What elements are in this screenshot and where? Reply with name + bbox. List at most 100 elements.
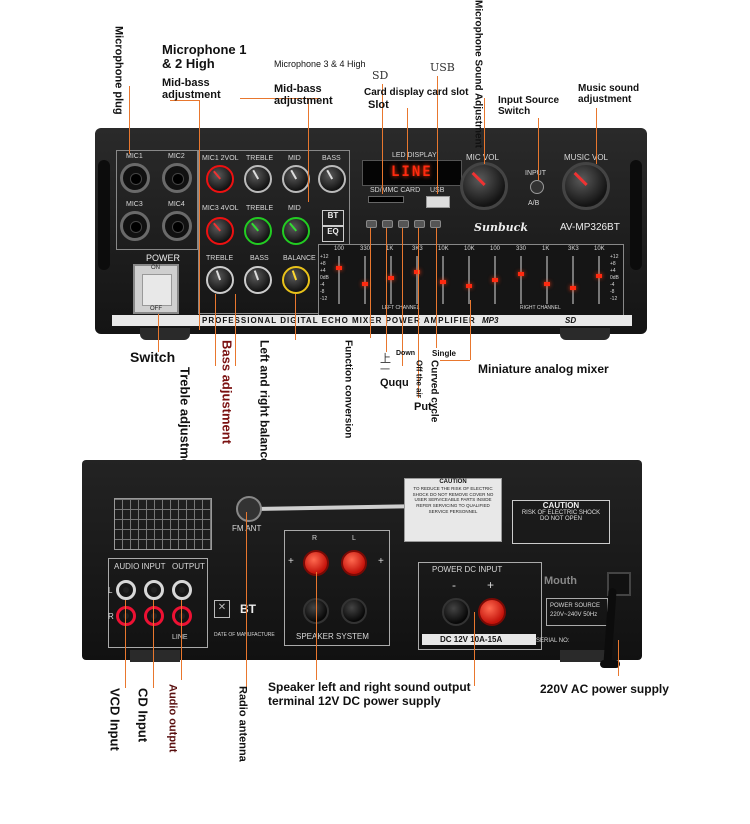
eq-freq-label: 100: [490, 246, 501, 252]
eq-freq-label: 1K: [542, 246, 550, 252]
bass1-knob[interactable]: [318, 165, 346, 193]
callout-bass: Bass adjustment: [219, 340, 235, 445]
mid1-knob[interactable]: [282, 165, 310, 193]
mic2-jack[interactable]: [162, 163, 192, 193]
music-vol-knob[interactable]: [562, 162, 610, 210]
eq-scale-label: 0dB: [610, 275, 619, 281]
eq-row3-label-2: BALANCE: [283, 255, 316, 262]
eq-slider-led: [388, 276, 394, 280]
audio-io-block: [108, 558, 208, 648]
eq-slider-led: [492, 278, 498, 282]
eq-row2-label-1: TREBLE: [246, 205, 274, 212]
eq-slider[interactable]: [520, 256, 522, 304]
eq-slider[interactable]: [468, 256, 470, 304]
callout-input-source: Input Source Switch: [498, 95, 560, 117]
callout-audio-output: Audio output: [166, 684, 179, 753]
repeat-button[interactable]: [430, 220, 441, 228]
eq-row1-label-0: MIC1 2VOL: [202, 155, 239, 162]
caution-big-text2: DO NOT OPEN: [540, 516, 582, 522]
mic12-vol-knob[interactable]: [206, 165, 234, 193]
vcd-input-l[interactable]: [116, 580, 136, 600]
ac-power-cord-bottom[interactable]: [600, 660, 620, 668]
callout-radio-antenna: Radio antenna: [236, 686, 249, 762]
eq-freq-label: 3K3: [568, 246, 579, 252]
eq-row2-label-2: MID: [288, 205, 301, 212]
output-l[interactable]: [172, 580, 192, 600]
prev-button[interactable]: [382, 220, 393, 228]
next-button[interactable]: [414, 220, 425, 228]
usb-port[interactable]: [426, 196, 450, 208]
cd-input-l[interactable]: [144, 580, 164, 600]
mic4-jack[interactable]: [162, 211, 192, 241]
eq-scale-label: +8: [610, 261, 616, 267]
eq-slider[interactable]: [546, 256, 548, 304]
front-bottom-strip: [112, 315, 632, 326]
eq-slider-led: [466, 284, 472, 288]
mode-button[interactable]: [366, 220, 377, 228]
line-func-v: [370, 228, 371, 338]
mic34-vol-knob[interactable]: [206, 217, 234, 245]
eq-slider-led: [596, 274, 602, 278]
power-on-label: ON: [151, 265, 160, 271]
eq-freq-label: 330: [516, 246, 527, 252]
mic3-label: MIC3: [126, 201, 143, 208]
mic-vol-knob[interactable]: [460, 162, 508, 210]
treble-knob[interactable]: [206, 266, 234, 294]
speaker-l-minus-post[interactable]: [341, 598, 367, 624]
line-mixer-h: [440, 360, 470, 361]
mic1-jack[interactable]: [120, 163, 150, 193]
eq-slider[interactable]: [416, 256, 418, 304]
line-switch-v: [158, 314, 159, 352]
rear-foot-left: [130, 650, 180, 662]
line-input-v: [538, 118, 539, 180]
eq-slider[interactable]: [572, 256, 574, 304]
power-source-label: POWER SOURCE: [550, 603, 601, 609]
speaker-l-plus-post[interactable]: [341, 550, 367, 576]
balance-knob[interactable]: [282, 266, 310, 294]
callout-mid-bass-left: Mid-bass adjustment: [162, 77, 221, 101]
eq-slider[interactable]: [338, 256, 340, 304]
dc-plus-label: +: [487, 578, 495, 592]
callout-ququ: Ququ: [380, 377, 409, 389]
play-pause-button[interactable]: [398, 220, 409, 228]
dc-plus-post[interactable]: [478, 598, 506, 626]
antenna-base[interactable]: [236, 496, 262, 522]
line-antenna-v: [246, 512, 247, 688]
callout-off-air: Off the air: [414, 360, 424, 398]
speaker-r-label: R: [312, 535, 318, 542]
callout-music-sound: Music sound adjustment: [578, 83, 640, 105]
eq-freq-label: 10K: [464, 246, 475, 252]
led-display-text: LINE: [391, 164, 433, 180]
mic3-jack[interactable]: [120, 211, 150, 241]
eq-slider[interactable]: [598, 256, 600, 304]
bass-knob[interactable]: [244, 266, 272, 294]
eq-scale-label: +4: [320, 268, 326, 274]
dc-minus-post[interactable]: [442, 598, 470, 626]
line-mic12-h: [170, 100, 200, 101]
vcd-input-r[interactable]: [116, 606, 136, 626]
output-r[interactable]: [172, 606, 192, 626]
input-button[interactable]: [530, 180, 544, 194]
eq-slider[interactable]: [390, 256, 392, 304]
power-range-label: 220V~240V 50Hz: [550, 612, 598, 618]
callout-speaker-terminal: Speaker left and right sound output term…: [268, 680, 471, 709]
dc-spec-strip: [422, 634, 536, 645]
input-label: INPUT: [525, 170, 546, 177]
cd-input-r[interactable]: [144, 606, 164, 626]
line-mixer-v: [470, 300, 471, 360]
treble2-knob[interactable]: [244, 217, 272, 245]
treble1-knob[interactable]: [244, 165, 272, 193]
mid2-knob[interactable]: [282, 217, 310, 245]
sd-card-slot[interactable]: [368, 196, 404, 203]
caution-label-big: CAUTION RISK OF ELECTRIC SHOCK DO NOT OP…: [512, 500, 610, 544]
line-mic12-v: [199, 100, 200, 330]
power-switch[interactable]: [133, 264, 179, 314]
eq-slider[interactable]: [364, 256, 366, 304]
eq-badge: EQ: [322, 226, 344, 242]
speaker-terminal-block: [284, 530, 390, 646]
line-cd-v: [153, 600, 154, 688]
callout-ac-power: 220V AC power supply: [540, 682, 669, 696]
callout-function: Function conversion: [342, 340, 354, 439]
eq-scale-label: -4: [610, 282, 615, 288]
caution-label-small: CAUTION TO REDUCE THE RISK OF ELECTRIC S…: [404, 478, 502, 542]
